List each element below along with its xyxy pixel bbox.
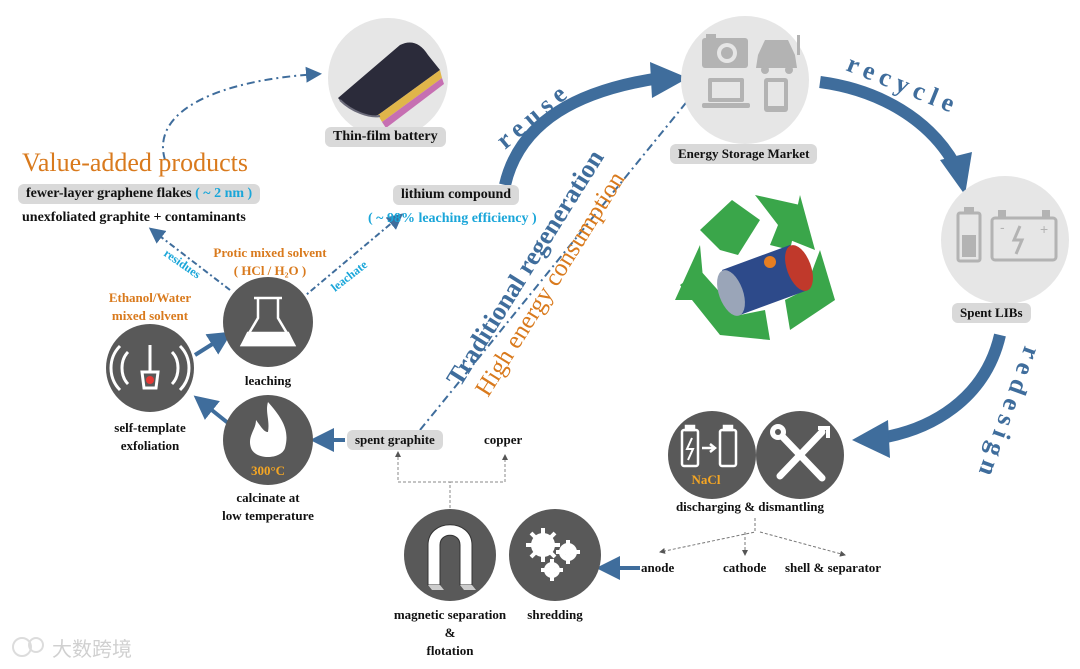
- exfoliation-to-leaching-arrow: [193, 331, 233, 357]
- mixed-solvent-label: mixed solvent: [111, 308, 189, 323]
- svg-text:-: -: [1000, 219, 1005, 235]
- redesign-arrow: [879, 333, 1006, 444]
- calcinate-to-exfoliation-arrow: [193, 395, 230, 425]
- calcinate-at-label: calcinate at: [236, 490, 300, 505]
- watermark-logo: [12, 637, 44, 657]
- flotation-label: flotation: [426, 643, 474, 658]
- spent-graphite-label: spent graphite: [347, 430, 443, 450]
- to-thin-film-connector: [162, 66, 322, 161]
- self-template-label: self-template: [114, 420, 186, 435]
- dismantling-to-anode-line: [659, 518, 756, 554]
- battery-icon: - +: [956, 207, 1058, 263]
- shredding-label: shredding: [527, 607, 583, 622]
- leaching-label: leaching: [244, 373, 292, 388]
- thin-film-battery-label: Thin-film battery: [325, 127, 446, 147]
- spent-libs-node: [941, 176, 1069, 304]
- exfoliation-label: exfoliation: [120, 438, 180, 453]
- temp-300-label: 300°C: [251, 463, 285, 478]
- ultrasound-icon: [109, 344, 191, 392]
- car-charging-icon: [756, 35, 800, 74]
- fewer-layer-pill: fewer-layer graphene flakes ( ~ 2 nm ): [18, 184, 261, 204]
- gears-icon: [526, 528, 580, 581]
- nacl-label: NaCl: [692, 472, 721, 487]
- protic-formula-label: ( HCl / H₂O ): [233, 263, 307, 278]
- fewer-layer-note: ( ~ 2 nm ): [195, 186, 253, 201]
- leachate-connector: [299, 213, 404, 301]
- residues-connector: [148, 227, 231, 291]
- watermark-text: 大数跨境: [52, 637, 132, 661]
- shell-separator-label: shell & separator: [785, 560, 882, 575]
- reuse-arrow: [499, 72, 661, 187]
- camera-icon: [702, 34, 748, 68]
- unexfoliated-label: unexfoliated graphite + contaminants: [22, 210, 246, 225]
- traditional-connector: [419, 84, 701, 431]
- magnet-icon: [427, 524, 476, 590]
- redesign-label: redesign: [971, 343, 1047, 486]
- tablet-icon: [764, 78, 788, 112]
- residues-label: residues: [161, 246, 204, 282]
- fewer-layer-label: fewer-layer graphene flakes: [26, 186, 192, 201]
- laptop-icon: [702, 78, 750, 108]
- energy-market-node: [681, 16, 809, 144]
- lithium-compound-label: lithium compound: [393, 185, 520, 205]
- discharging-node: [668, 411, 756, 499]
- leaching-node: [223, 277, 313, 367]
- traditional-regeneration-label: Traditional regeneration: [440, 144, 609, 391]
- thin-film-battery-icon: [338, 42, 444, 128]
- cathode-label: cathode: [723, 560, 767, 575]
- svg-text:+: +: [1040, 221, 1048, 237]
- anode-label: anode: [641, 560, 675, 575]
- tools-icon: [774, 428, 826, 482]
- leaching-efficiency-label: ( ~ 98% leaching efficiency ): [368, 211, 537, 226]
- ampersand-label: &: [444, 625, 456, 640]
- separation-to-graphite-line: [395, 451, 451, 508]
- spent-libs-label: Spent LIBs: [952, 303, 1031, 323]
- energy-market-label: Energy Storage Market: [670, 144, 818, 164]
- flame-icon: [249, 402, 287, 457]
- recycle-arrow: [819, 76, 961, 168]
- separation-to-copper-line: [450, 454, 508, 483]
- low-temperature-label: low temperature: [222, 508, 314, 523]
- battery-discharge-icon: [680, 424, 738, 468]
- flask-icon: [239, 296, 297, 347]
- protic-solvent-label: Protic mixed solvent: [213, 245, 327, 260]
- discharging-dismantling-label: discharging & dismantling: [675, 499, 825, 514]
- value-added-products-title: Value-added products: [22, 148, 248, 177]
- dismantling-to-shell-line: [759, 531, 846, 557]
- ethanol-water-label: Ethanol/Water: [108, 290, 192, 305]
- magnetic-separation-label: magnetic separation: [393, 607, 507, 622]
- cylinder-battery-icon: [717, 245, 813, 316]
- magnetic-node: [404, 509, 496, 601]
- copper-label: copper: [484, 432, 523, 447]
